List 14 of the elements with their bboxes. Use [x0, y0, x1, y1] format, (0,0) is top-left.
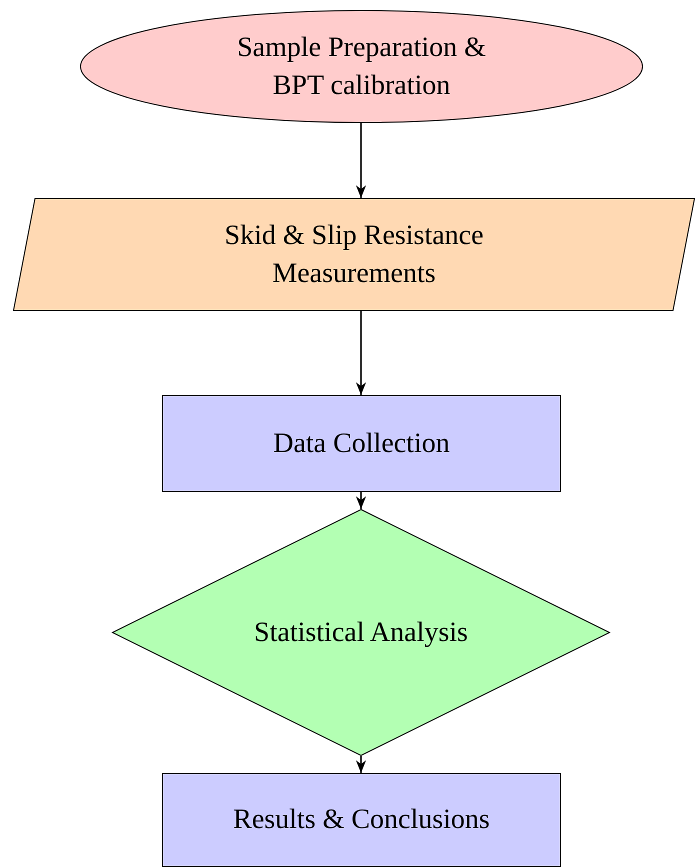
node-label: Statistical Analysis	[254, 616, 468, 650]
node-label: Data Collection	[273, 426, 450, 460]
process-box	[162, 395, 561, 492]
arrow	[356, 756, 366, 773]
process-box	[162, 773, 561, 867]
decision-diamond	[112, 509, 610, 756]
input-parallelogram	[13, 198, 695, 311]
node-label: Sample Preparation & BPT calibration	[236, 30, 487, 102]
node-label: Skid & Slip Resistance Measurements	[224, 218, 484, 290]
arrow	[356, 123, 366, 198]
node-label: Results & Conclusions	[233, 803, 490, 837]
arrow	[356, 311, 366, 395]
start-ellipse	[80, 10, 643, 123]
arrow	[356, 492, 366, 509]
